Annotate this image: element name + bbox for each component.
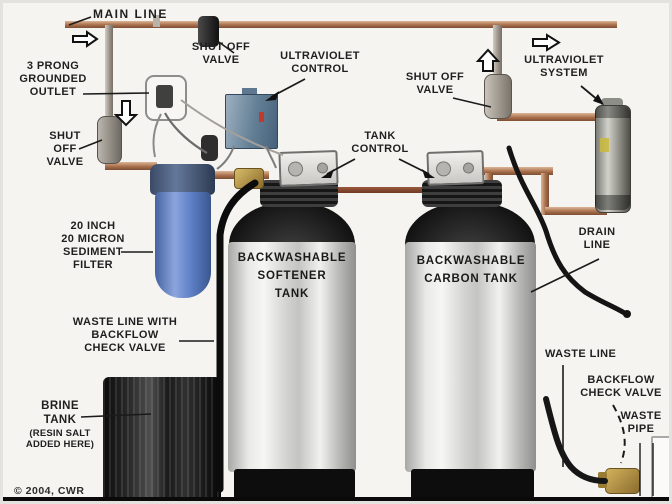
uv-box-cord-left bbox=[216, 145, 235, 170]
brass-fitting-softener bbox=[234, 168, 264, 189]
bottom-black-bar bbox=[3, 497, 669, 501]
label-shutoff-valve-left: SHUT OFF VALVE bbox=[46, 130, 84, 168]
waste-pipe bbox=[651, 436, 669, 501]
label-waste-pipe: WASTE PIPE bbox=[620, 410, 662, 435]
label-backflow-check-valve: BACKFLOW CHECK VALVE bbox=[580, 374, 662, 399]
pipe-between-tanks bbox=[333, 187, 437, 193]
copyright-text: © 2004, CWR bbox=[14, 485, 85, 497]
shutoff-valve-main bbox=[198, 16, 219, 47]
sediment-filter-cap bbox=[150, 164, 215, 195]
carbon-tank-base bbox=[411, 469, 534, 501]
label-sediment-filter: 20 INCH 20 MICRON SEDIMENT FILTER bbox=[61, 220, 125, 271]
left-supply-pipe bbox=[105, 25, 113, 167]
flow-arrow-right2-icon bbox=[532, 33, 561, 52]
carbon-tank-label: BACKWASHABLE CARBON TANK bbox=[416, 255, 526, 285]
uv-cylinder-bottom-band bbox=[595, 195, 630, 210]
drain-hose-tip bbox=[623, 310, 631, 318]
softener-control-faceplate bbox=[278, 149, 339, 188]
pipe-to-filter bbox=[105, 162, 157, 170]
main-line-pipe bbox=[65, 21, 617, 28]
label-waste-line-right: WASTE LINE bbox=[545, 348, 617, 360]
uv-system-fitting bbox=[601, 98, 623, 108]
pipe-to-uv-top bbox=[497, 113, 605, 121]
uv-control-indicator bbox=[259, 112, 264, 122]
backflow-fitting-nut bbox=[598, 472, 607, 488]
uv-system-leader bbox=[580, 85, 600, 102]
label-shutoff-valve-right: SHUT OFF VALVE bbox=[405, 71, 465, 96]
shutoff-valve-left bbox=[97, 116, 122, 164]
uv-control-box-tab bbox=[242, 88, 257, 95]
pipe-strap bbox=[153, 15, 160, 27]
label-brine-tank-note: (RESIN SALT ADDED HERE) bbox=[25, 428, 95, 451]
sediment-filter-body bbox=[155, 192, 211, 298]
label-shutoff-valve-main: SHUT OFF VALVE bbox=[191, 41, 251, 66]
uv-control-box bbox=[225, 94, 278, 149]
label-waste-line-backflow: WASTE LINE WITH BACKFLOW CHECK VALVE bbox=[72, 316, 178, 354]
tank-control-leader-right bbox=[398, 158, 430, 175]
backflow-check-valve-fitting bbox=[605, 468, 640, 494]
pipe-carbon-stub bbox=[485, 173, 493, 186]
label-drain-line: DRAIN LINE bbox=[578, 226, 616, 251]
label-grounded-outlet: 3 PRONG GROUNDED OUTLET bbox=[19, 60, 87, 98]
outlet-plug bbox=[156, 85, 173, 108]
label-ultraviolet-control: ULTRAVIOLET CONTROL bbox=[280, 50, 360, 75]
shutoff-valve-right bbox=[484, 74, 512, 119]
brine-tank bbox=[103, 377, 221, 501]
uv-box-cord-right bbox=[265, 145, 277, 169]
flow-arrow-right-icon bbox=[72, 30, 99, 48]
carbon-control-faceplate bbox=[426, 150, 485, 186]
label-brine-tank: BRINE TANK bbox=[41, 400, 79, 426]
uv-cylinder-label bbox=[600, 138, 609, 152]
label-tank-control: TANK CONTROL bbox=[351, 130, 409, 155]
small-fitting bbox=[201, 135, 218, 161]
drain-line-leader bbox=[530, 258, 600, 293]
softener-tank-label: BACKWASHABLE SOFTENER TANK bbox=[237, 252, 347, 300]
waste-hose-carbon bbox=[543, 396, 608, 484]
label-ultraviolet-system: ULTRAVIOLET SYSTEM bbox=[524, 54, 604, 79]
label-main-line: MAIN LINE bbox=[93, 7, 168, 21]
uv-cylinder-top-band bbox=[595, 106, 630, 118]
